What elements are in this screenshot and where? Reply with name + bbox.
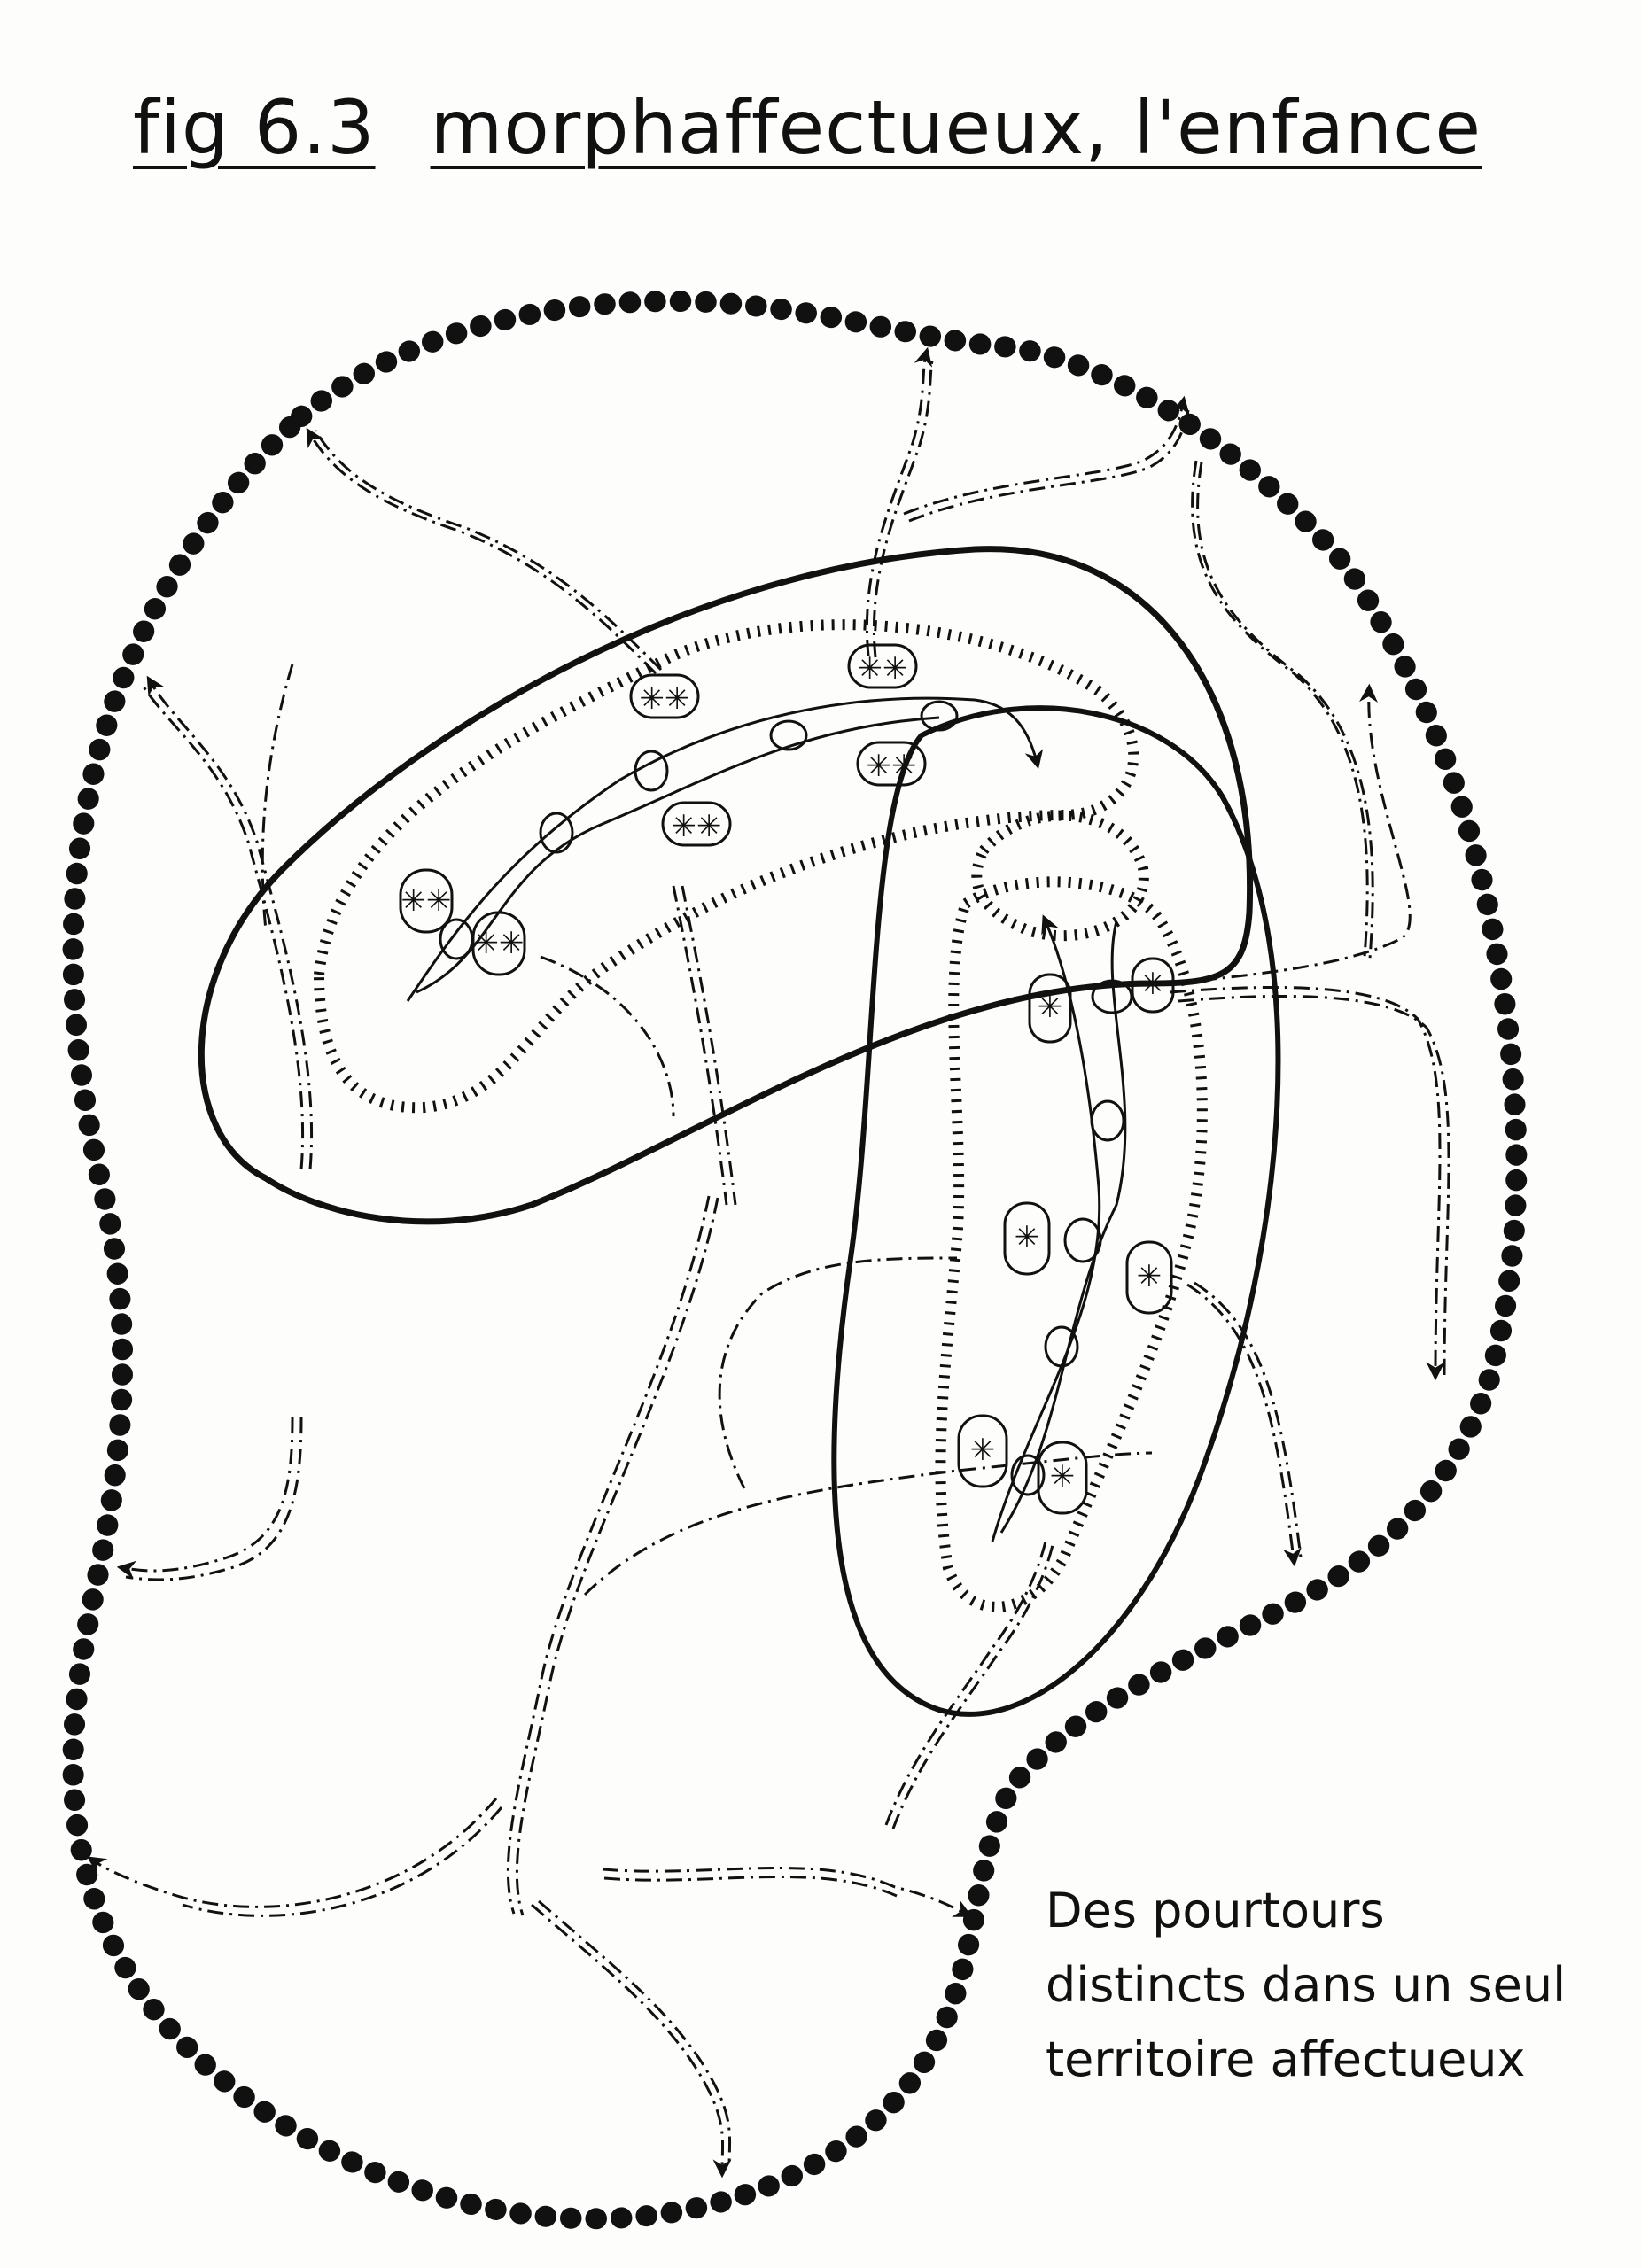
flow-path [540,955,675,1117]
flow-path [1194,1281,1303,1558]
caption-line: distincts dans un seul [1046,1957,1567,2013]
flow-path [602,1866,973,1917]
outer-dotted-boundary [62,290,1528,2230]
lower-oval [831,705,1281,1717]
flow-path [146,675,314,1170]
flow-path [314,430,663,672]
asterisk-pair-icon: ✳✳ [661,801,732,847]
svg-text:✳: ✳ [970,1433,996,1468]
figure-number: fig 6.3 [133,84,376,171]
flow-path [182,1806,503,1917]
asterisk-pair-icon: ✳✳ [471,911,526,976]
spiral-icon [999,920,1127,1534]
svg-text:✳: ✳ [1137,1259,1163,1294]
flow-path [603,1875,898,1898]
fringe-loop [971,810,1149,942]
flow-path [1178,994,1450,1376]
svg-text:✳: ✳ [1038,990,1063,1025]
flow-path [884,1541,1047,1826]
flow-path [125,1417,303,1581]
flow-path [1169,683,1412,985]
figure-heading: morphaffectueux, l'enfance [430,84,1482,171]
flow-path [681,885,737,1206]
flow-path [306,427,657,675]
flow-path [908,409,1190,523]
asterisk-pair-icon: ✳ [1037,1441,1088,1515]
asterisk-pair-icon: ✳ [1125,1240,1173,1315]
flow-path [1169,985,1445,1381]
flow-path [865,346,933,656]
svg-text:✳: ✳ [1015,1220,1040,1255]
flow-path [506,1195,711,1915]
flow-paths [87,346,1450,2179]
flow-path [718,1256,958,1489]
svg-text:✳✳: ✳✳ [474,926,525,961]
fringe-upper [313,619,1139,1114]
svg-text:✳: ✳ [1140,967,1166,1002]
spiral-icon [406,696,1044,1002]
asterisk-pair-icon: ✳ [957,1414,1008,1488]
flow-path [903,395,1190,516]
svg-text:✳✳: ✳✳ [401,883,452,919]
flow-path [672,885,728,1206]
flow-path [1191,460,1369,958]
flow-path [140,683,305,1170]
flow-path [1186,1283,1302,1567]
asterisk-pair-icon: ✳ [1028,973,1072,1044]
flow-path [87,1798,498,1908]
caption-line: Des pourtours [1046,1883,1385,1938]
flow-path [872,355,935,658]
hatched-fringe [313,619,1208,1612]
caption-line: territoire affectueux [1046,2031,1526,2087]
flow-path [116,1417,294,1580]
flow-path [583,1451,1153,1596]
flow-path [531,1903,732,2179]
svg-text:✳✳: ✳✳ [672,809,722,844]
asterisk-pair-icon: ✳✳ [399,868,454,934]
flow-path [1196,462,1374,959]
svg-text:✳✳: ✳✳ [867,749,917,784]
caption: Des pourtours distincts dans un seul ter… [1046,1874,1566,2097]
flow-path [538,1899,732,2168]
svg-text:✳✳: ✳✳ [640,681,690,717]
asterisk-pair-icon: ✳✳ [847,643,918,689]
asterisk-pair-icon: ✳ [1131,957,1175,1014]
svg-text:✳✳: ✳✳ [858,651,908,687]
asterisk-pair-icon: ✳✳ [856,741,927,787]
asterisk-pair-icon: ✳✳ [629,673,700,719]
flow-path [261,664,294,931]
asterisk-pair-icon: ✳ [1003,1201,1051,1276]
flow-path [515,1197,719,1916]
upper-oval [198,546,1254,1225]
figure-title: fig 6.3 morphaffectueux, l'enfance [133,84,1482,171]
asterisk-pairs: ✳✳ ✳✳ ✳✳ ✳✳ ✳✳ ✳✳ ✳ ✳ ✳ ✳ ✳ ✳ [399,643,1175,1515]
flow-path [891,1544,1054,1829]
spiral-icon [416,716,940,994]
svg-text:✳: ✳ [1050,1459,1076,1495]
